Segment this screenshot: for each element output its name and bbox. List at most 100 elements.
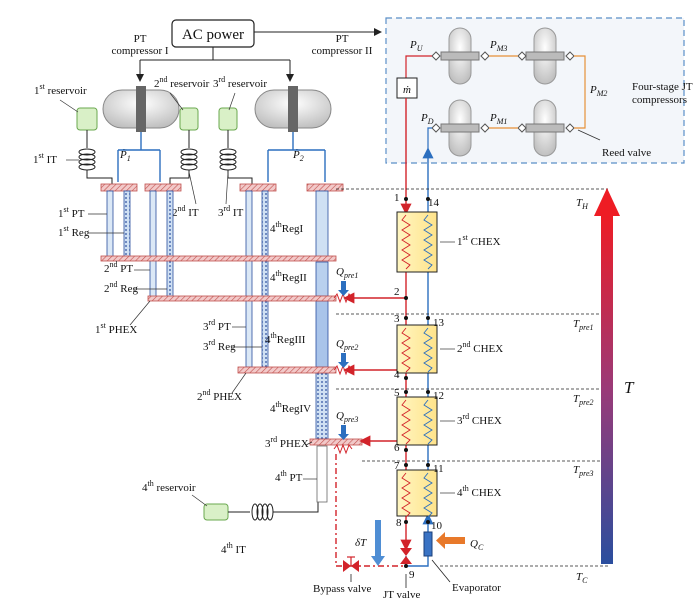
- pt-comp1-l2: compressor I: [111, 45, 168, 57]
- ac-power-box: AC power: [171, 19, 255, 48]
- state-5: 5: [394, 387, 400, 399]
- state-3: 3: [394, 313, 400, 325]
- pt-compressor-2: PT compressor II P̃2: [254, 33, 373, 163]
- reservoir-2: 2nd reservoir: [154, 75, 210, 131]
- qc-label: QC: [470, 538, 484, 552]
- jt-gas-lines: [405, 55, 601, 150]
- reg-1-label: 1st Reg: [58, 224, 90, 239]
- mdot-label: ṁ: [403, 84, 411, 96]
- pt-2-label: 2nd PT: [104, 260, 133, 275]
- phex-2-label: 2nd PHEX: [197, 388, 242, 403]
- state-9: 9: [409, 569, 415, 581]
- state-point-labels: 1 2 3 4 5 6 7 8 9 10 11 12 13 14: [394, 192, 445, 581]
- reg-2-label: 2nd Reg: [104, 280, 138, 295]
- t-pre1-label: Tpre1: [573, 318, 594, 332]
- qpre-2-label: Qpre2: [336, 338, 358, 352]
- state-1: 1: [394, 192, 400, 204]
- pressure-pd: PD: [420, 112, 434, 126]
- state-point-dots: [404, 197, 430, 568]
- qpre-1-label: Qpre1: [336, 266, 358, 280]
- pt-comp1-l1: PT: [134, 33, 147, 45]
- temperature-axis: T: [594, 188, 635, 564]
- pt-4-label: 4th PT: [275, 469, 303, 484]
- state-13: 13: [433, 317, 445, 329]
- reservoir-3: 3rd reservoir: [213, 75, 267, 131]
- ac-power-label: AC power: [182, 27, 244, 43]
- t-h-label: TH: [576, 197, 589, 211]
- qpre-labels: Qpre1 Qpre2 Qpre3: [336, 266, 358, 424]
- state-10: 10: [431, 520, 443, 532]
- state-14: 14: [428, 197, 440, 209]
- delta-t: δT: [355, 520, 385, 566]
- pt-3-label: 3rd PT: [203, 318, 231, 333]
- delta-t-label: δT: [355, 537, 367, 549]
- pressure-pm1: PM1: [489, 112, 507, 126]
- inertance-coils: [78, 130, 319, 521]
- state-7: 7: [394, 460, 400, 472]
- qpre-3-label: Qpre3: [336, 410, 358, 424]
- mass-flow-meter: ṁ: [396, 77, 418, 99]
- pressure-pm3: PM3: [489, 39, 507, 53]
- chex-3-label: 3rd CHEX: [457, 412, 502, 427]
- leader-lines: [59, 92, 455, 507]
- t-c-label: TC: [576, 571, 588, 585]
- pressure-pu: PU: [409, 39, 424, 53]
- qpre-arrows: [338, 281, 349, 440]
- p1-label: P̃1: [119, 148, 131, 163]
- state-12: 12: [433, 390, 444, 402]
- phex-plates: [100, 255, 363, 446]
- it-1-label: 1st IT: [33, 151, 57, 166]
- it-4-label: 4th IT: [221, 541, 246, 556]
- phex-3-label: 3rd PHEX: [265, 435, 309, 450]
- bypass-valve-label: Bypass valve: [313, 583, 371, 595]
- jt-valve: JT valve: [383, 548, 420, 601]
- temperature-labels: TH Tpre1 Tpre2 Tpre3 TC: [573, 197, 594, 585]
- t-pre3-label: Tpre3: [573, 464, 594, 478]
- pressure-pm2: PM2: [589, 84, 607, 98]
- chex-2-label: 2nd CHEX: [457, 340, 503, 355]
- pt-compressor-1: PT compressor I P̃1: [102, 33, 180, 163]
- reg4-1-label: 4thRegI: [270, 220, 303, 235]
- reservoir-4: 4th reservoir: [142, 479, 229, 521]
- chex-1-label: 1st CHEX: [457, 233, 501, 248]
- state-4: 4: [394, 369, 400, 381]
- chex-labels: 1st CHEX 2nd CHEX 3rd CHEX 4th CHEX: [457, 233, 503, 499]
- reservoir-1-label: 1st reservoir: [34, 82, 87, 97]
- t-pre2-label: Tpre2: [573, 393, 594, 407]
- it-labels: 1st IT 2nd IT 3rd IT 4th IT: [33, 151, 246, 556]
- jt-box-label-2: compressors: [632, 94, 687, 106]
- pt-gas-lines: [117, 132, 326, 182]
- reg-3-label: 3rd Reg: [203, 338, 236, 353]
- reg4-4-label: 4thRegIV: [270, 400, 311, 415]
- reservoir-2-label: 2nd reservoir: [154, 75, 210, 90]
- temperature-levels: [336, 188, 608, 567]
- jt-valve-label: JT valve: [383, 589, 420, 601]
- pt-comp2-l1: PT: [336, 33, 349, 45]
- pulse-tubes: [106, 190, 329, 503]
- state-8: 8: [396, 517, 402, 529]
- pt-comp2-l2: compressor II: [312, 45, 373, 57]
- t-axis-label: T: [624, 378, 635, 397]
- it-3-label: 3rd IT: [218, 204, 244, 219]
- p2-label: P̃2: [292, 148, 304, 163]
- evaporator: Evaporator: [423, 531, 501, 594]
- pt-1-label: 1st PT: [58, 205, 85, 220]
- reg4-3-label: 4thRegIII: [265, 331, 306, 346]
- qc-heat-load: QC: [436, 532, 484, 552]
- reservoir-1: 1st reservoir: [34, 82, 98, 131]
- evaporator-label: Evaporator: [452, 582, 501, 594]
- chex-blocks: [396, 211, 438, 518]
- state-11: 11: [433, 463, 444, 475]
- jt-compressor-units: [431, 27, 575, 157]
- reservoir-3-label: 3rd reservoir: [213, 75, 267, 90]
- pt-reg-labels: 1st PT 1st Reg 2nd PT 2nd Reg 1st PHEX 3…: [58, 205, 311, 484]
- state-6: 6: [394, 442, 400, 454]
- warm-flanges: [100, 183, 344, 192]
- reg4-2-label: 4thRegII: [270, 269, 307, 284]
- state-2: 2: [394, 286, 400, 298]
- bypass-valve: Bypass valve: [313, 556, 371, 595]
- chex-4-label: 4th CHEX: [457, 484, 501, 499]
- it-2-label: 2nd IT: [172, 204, 199, 219]
- reservoir-4-label: 4th reservoir: [142, 479, 196, 494]
